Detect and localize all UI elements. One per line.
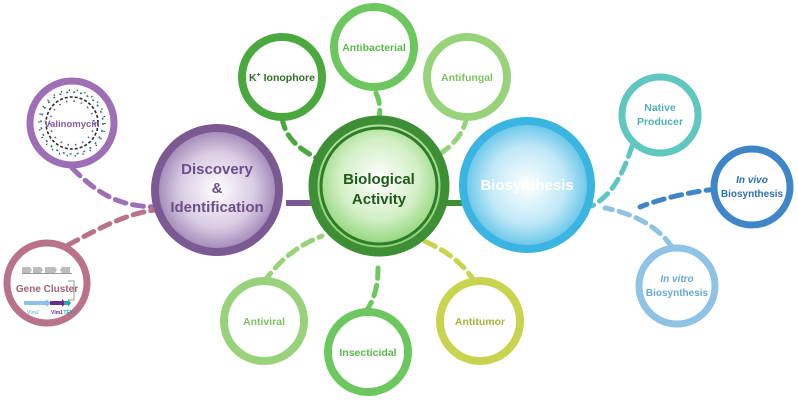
discovery-hub-label-line2: &: [212, 180, 223, 197]
center-hub-label-line2: Activity: [352, 191, 407, 208]
gene-tei-label: TEII: [63, 310, 73, 316]
connector-in-vitro: [602, 205, 675, 250]
native-producer-label-line2: Producer: [637, 116, 683, 128]
antibacterial-label: Antibacterial: [342, 42, 406, 54]
discovery-hub-circle: [151, 124, 283, 256]
gene-cluster-circle: [3, 239, 91, 327]
antibacterial-circle: [330, 3, 418, 91]
biosynthesis-hub-circle: [459, 117, 595, 253]
connector-gene-cluster: [65, 207, 158, 248]
biosynthesis-hub-label: Biosynthesis: [480, 177, 573, 194]
center-hub-circle: [308, 115, 450, 257]
in-vivo-label-line2: Biosynthesis: [721, 189, 784, 200]
native-producer-label-line1: Native: [644, 102, 676, 114]
in-vivo-label-line1: In vivo: [736, 175, 768, 186]
connector-antitumor: [421, 238, 478, 285]
k-ionophore-circle: [238, 33, 326, 121]
in-vitro-label-line1: In vitro: [660, 274, 693, 285]
in-vivo-circle: [710, 145, 794, 229]
antitumor-label: Antitumor: [455, 316, 505, 328]
gene-vlm1-label: Vlm1: [51, 310, 63, 316]
insecticidal-circle: [324, 308, 412, 396]
in-vitro-circle: [635, 244, 719, 328]
connector-valinomycin: [69, 165, 158, 210]
antiviral-circle: [220, 277, 308, 365]
center-hub-inner-ring: [319, 126, 439, 246]
connector-antiviral: [261, 233, 325, 285]
valinomycin-circle: [26, 77, 118, 169]
connector-insecticidal: [363, 265, 381, 315]
valinomycin-label: Valinomycin: [44, 119, 100, 130]
gene-cluster-label: Gene Cluster: [16, 284, 78, 295]
center-hub-label-line1: Biological: [343, 171, 415, 188]
antifungal-circle: [423, 33, 511, 121]
discovery-hub-label-line3: Identification: [170, 199, 263, 216]
k-ionophore-label: K+ Ionophore: [249, 72, 315, 84]
in-vitro-label-line2: Biosynthesis: [646, 288, 709, 299]
connector-native-producer: [589, 143, 635, 209]
gene-vlm2-label: Vlm2: [27, 310, 39, 316]
native-producer-circle: [618, 73, 702, 157]
gene-cluster-map-icon: [22, 267, 75, 307]
insecticidal-label: Insecticidal: [339, 347, 396, 359]
discovery-hub-label-line1: Discovery: [181, 161, 253, 178]
valinomycin-structure-icon: [38, 89, 106, 157]
antitumor-circle: [436, 277, 524, 365]
antiviral-label: Antiviral: [243, 316, 285, 328]
antifungal-label: Antifungal: [441, 72, 493, 84]
